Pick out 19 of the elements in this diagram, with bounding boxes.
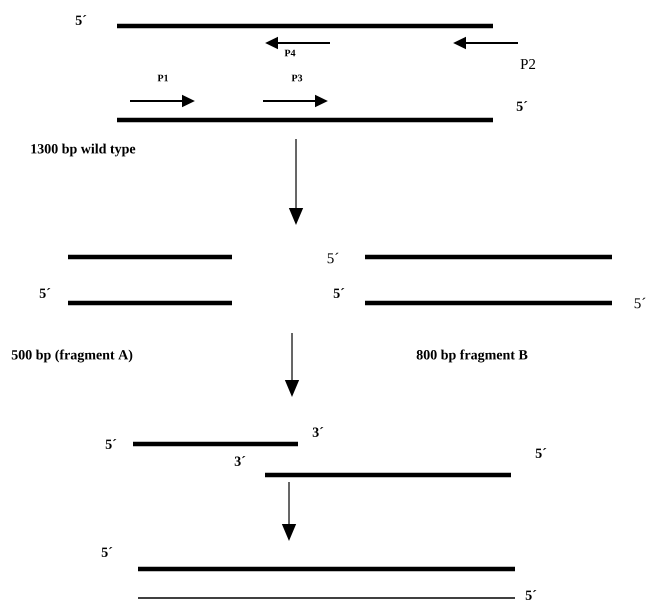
strand-end-label: 3´ [234,456,246,466]
strand-end-label: 5´ [334,288,344,298]
fragment-label: 500 bp (fragment A) [12,350,132,362]
strand-end-label: 5´ [106,439,116,449]
strand-end-label: 3´ [312,427,324,437]
strand-end-label: 5´ [634,298,646,308]
primer-label: P3 [292,74,302,82]
strand-end-label: 5´ [76,15,86,25]
primer-label: P2 [520,59,536,69]
strand-end-label: 5´ [536,448,546,458]
strand-end-label: 5´ [526,590,536,600]
primer-label: P4 [284,50,296,56]
strand-end-label: 5´ [102,547,112,557]
primer-label: P1 [158,74,168,82]
strand-end-label: 5´ [40,288,50,298]
strand-end-label: 5´ [328,252,338,264]
fragment-label: 800 bp fragment B [416,350,528,362]
fragment-label: 1300 bp wild type [31,144,136,156]
strand-end-label: 5´ [516,101,528,111]
